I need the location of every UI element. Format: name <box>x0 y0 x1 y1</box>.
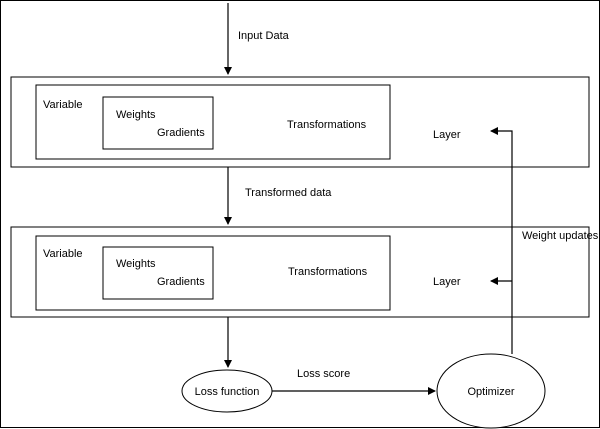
input-data-label: Input Data <box>238 30 290 42</box>
layer-1-transformations-label: Transformations <box>287 119 367 131</box>
layer-1-variable-label: Variable <box>43 99 83 111</box>
layer-2: Variable Weights Gradients Transformatio… <box>10 226 590 318</box>
layer-2-layer-label: Layer <box>433 276 461 288</box>
transformed-data-label: Transformed data <box>245 187 332 199</box>
layer-2-transformations-label: Transformations <box>288 266 368 278</box>
weight-update-path <box>490 127 513 354</box>
loss-function-label: Loss function <box>195 386 260 398</box>
layer-1-layer-label: Layer <box>433 129 461 141</box>
layer-1: Variable Weights Gradients Transformatio… <box>10 76 590 168</box>
loss-score-label: Loss score <box>297 368 350 380</box>
layer-1-weights-box <box>102 96 214 150</box>
layer-1-gradients-label: Gradients <box>157 127 205 139</box>
layer-1-weights-label: Weights <box>116 109 156 121</box>
layer-2-variable-label: Variable <box>43 248 83 260</box>
layer-2-weights-label: Weights <box>116 258 156 270</box>
weight-updates-label: Weight updates <box>522 230 599 242</box>
optimizer-label: Optimizer <box>467 386 514 398</box>
layer-2-gradients-label: Gradients <box>157 276 205 288</box>
layer-2-weights-box <box>102 246 214 300</box>
